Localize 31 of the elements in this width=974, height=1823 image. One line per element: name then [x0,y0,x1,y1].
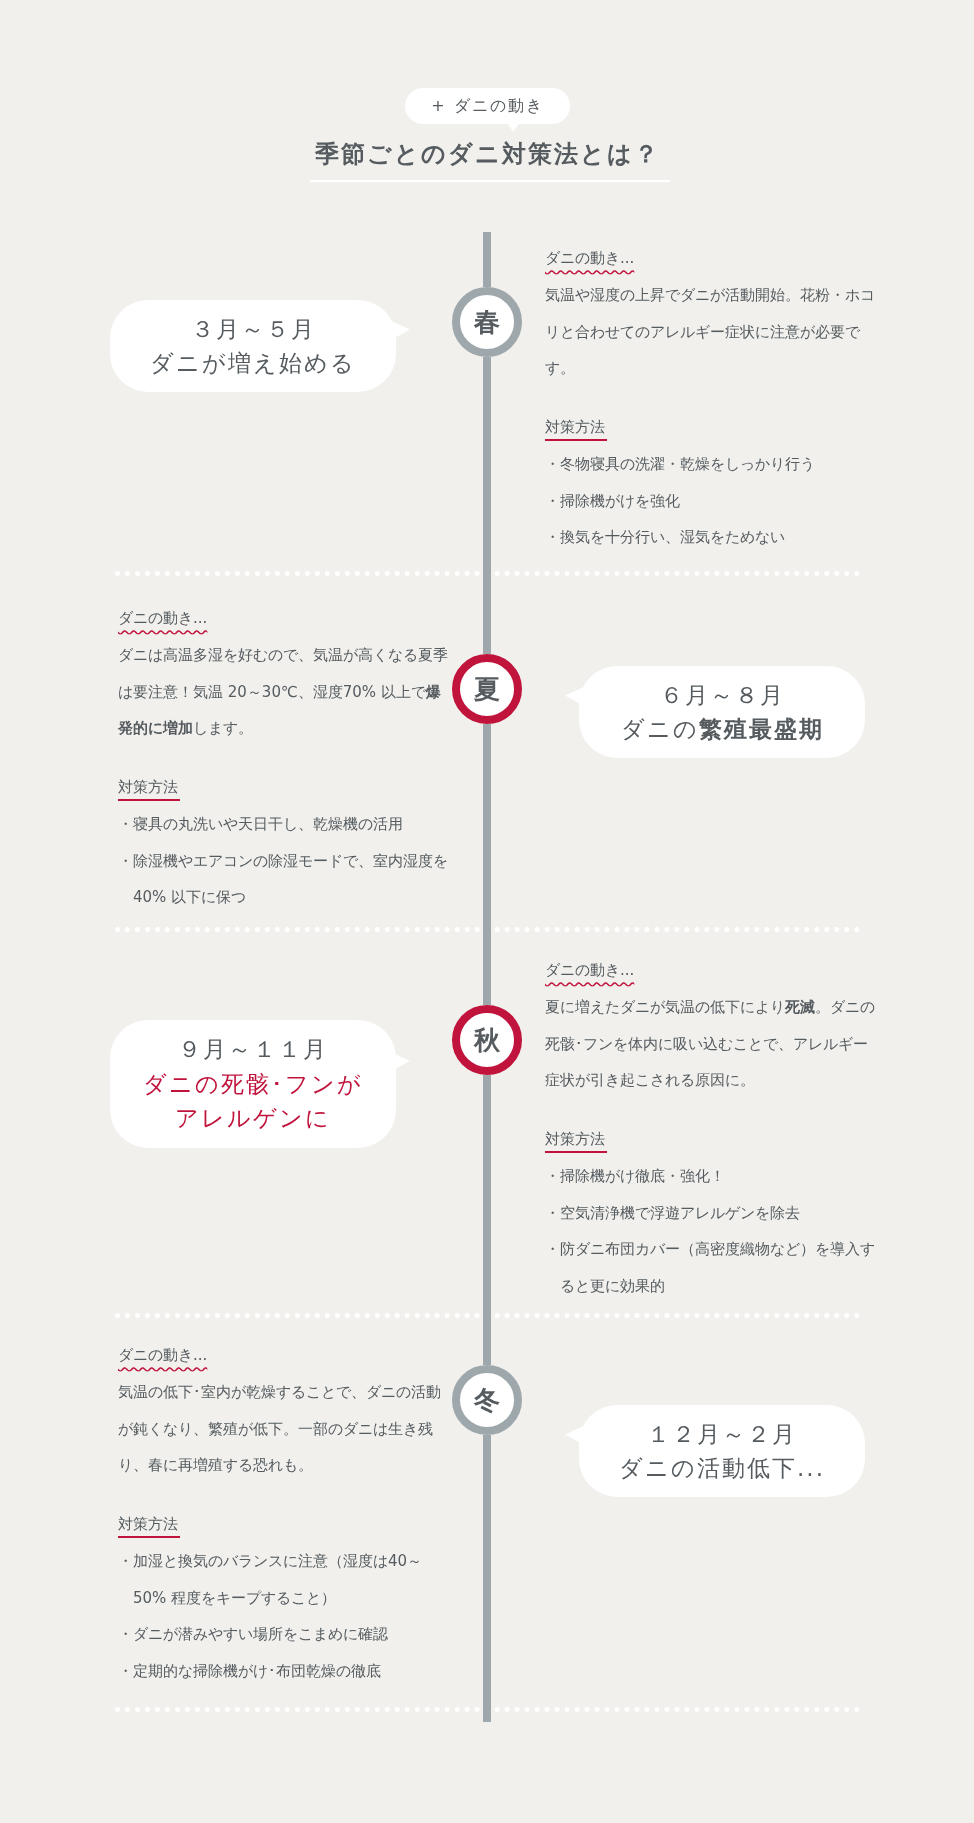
bullet-item: ・ダニが潜みやすい場所をこまめに確認 [118,1624,389,1646]
bullet-item: ・掃除機がけを強化 [545,490,681,512]
section-heading: 対策方法 [118,1512,180,1538]
bullet-item: ・寝具の丸洗いや天日干し、乾燥機の活用 [118,813,404,835]
bullet-item: ・定期的な掃除機がけ･布団乾燥の徹底 [118,1661,382,1682]
timeline-line [483,724,491,1005]
season-circle: 夏 [452,654,522,724]
bullet-item: ・除湿機やエアコンの除湿モードで、室内湿度を 40% 以下に保つ [118,850,449,909]
title: 季節ごとのダニ対策法とは？ [313,139,661,170]
season-circle: 春 [452,287,522,357]
bullet-item: ・換気を十分行い、湿気をためない [545,527,786,549]
body-text: 気温の低下･室内が乾燥することで、ダニの活動が鈍くなり、繁殖が低下。一部のダニは生き残り、春に再増殖する恐れも。 [118,1381,442,1477]
timeline-line [483,357,491,654]
bullet-item: ・掃除機がけ徹底・強化！ [545,1165,726,1187]
section-heading: 対策方法 [118,775,180,801]
bullet-item: ・防ダニ布団カバー（高密度織物など）を導入すると更に効果的 [545,1239,875,1297]
bullet-item: ・加湿と換気のバランスに注意（湿度は40～50% 程度をキープすること） [118,1550,424,1609]
body-text: 夏に増えたダニが気温の低下により死滅。ダニの死骸･フンを体内に吸い込むことで、アレルギー症状が引き起こされる原因に。 [545,996,875,1092]
bullet-item: ・冬物寝具の洗濯・乾燥をしっかり行う [545,453,816,475]
season-circle: 秋 [452,1005,522,1075]
season-circle: 冬 [452,1365,522,1435]
section-heading: ダニの動き... [545,248,635,269]
body-text: ダニは高温多湿を好むので、気温が高くなる夏季は要注意！気温 20～30℃、湿度70% 以上で爆発的に増加します。 [118,644,449,740]
bullet-item: ・空気清浄機で浮遊アレルゲンを除去 [545,1202,801,1224]
section-heading: ダニの動き... [545,960,635,981]
timeline-line [483,1075,491,1365]
section-heading: 対策方法 [545,1127,607,1153]
section-heading: ダニの動き... [118,1345,208,1366]
section-heading: ダニの動き... [118,608,208,629]
section-heading: 対策方法 [545,415,607,441]
body-text: 気温や湿度の上昇でダニが活動開始。花粉・ホコリと合わせてのアレルギー症状に注意が必要です。 [545,284,875,380]
